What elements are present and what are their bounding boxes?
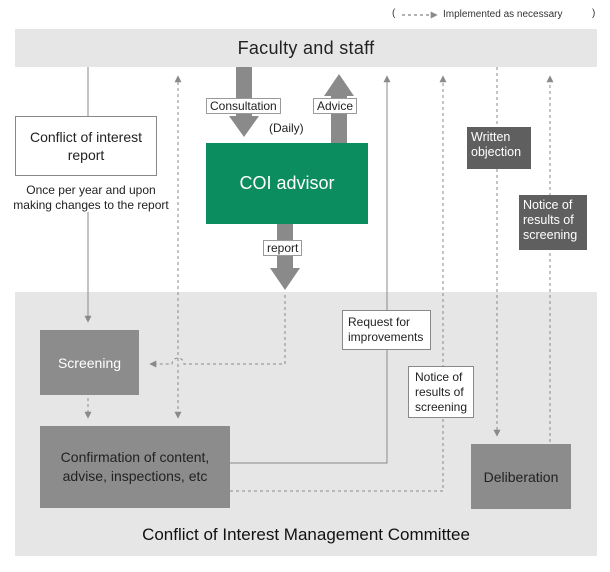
request-improvements-line (230, 75, 391, 464)
report-frequency: Once per year and upon making changes to… (13, 183, 169, 212)
screening-box: Screening (40, 330, 139, 395)
deliberation-label: Deliberation (483, 468, 559, 485)
coi-report-label: Conflict of interest report (29, 129, 143, 163)
coi-report-box: Conflict of interest report (15, 116, 157, 176)
daily-label: (Daily) (269, 121, 304, 135)
legend-close-paren: ) (592, 8, 596, 19)
coi-advisor-box: COI advisor (206, 143, 368, 224)
report-thick-arrow (270, 224, 300, 290)
committee-title: Conflict of Interest Management Committe… (142, 525, 470, 544)
faculty-bar-title: Faculty and staff (237, 38, 375, 58)
legend-text: Implemented as necessary (443, 9, 563, 20)
notice-results-middle-label: Notice of results of screening (408, 366, 474, 418)
request-improvements-label: Request for improvements (342, 310, 431, 350)
screening-label: Screening (57, 354, 122, 371)
notice-middle-line (230, 75, 447, 492)
legend: ( Implemented as necessary ) (390, 8, 602, 24)
advice-label: Advice (313, 98, 358, 114)
advisor-report-to-screening-line (149, 295, 286, 368)
confirmation-box: Confirmation of content, advise, inspect… (40, 426, 230, 508)
faculty-bar (15, 29, 597, 67)
report-label: report (263, 240, 303, 256)
deliberation-box: Deliberation (471, 444, 571, 509)
written-objection-label: Written objection (467, 127, 531, 169)
coi-advisor-label: COI advisor (239, 173, 335, 193)
confirmation-label: Confirmation of content, advise, inspect… (60, 449, 210, 484)
legend-open-paren: ( (392, 8, 396, 19)
consultation-label: Consultation (206, 98, 281, 114)
notice-results-right-label: Notice of results of screening (519, 195, 587, 250)
